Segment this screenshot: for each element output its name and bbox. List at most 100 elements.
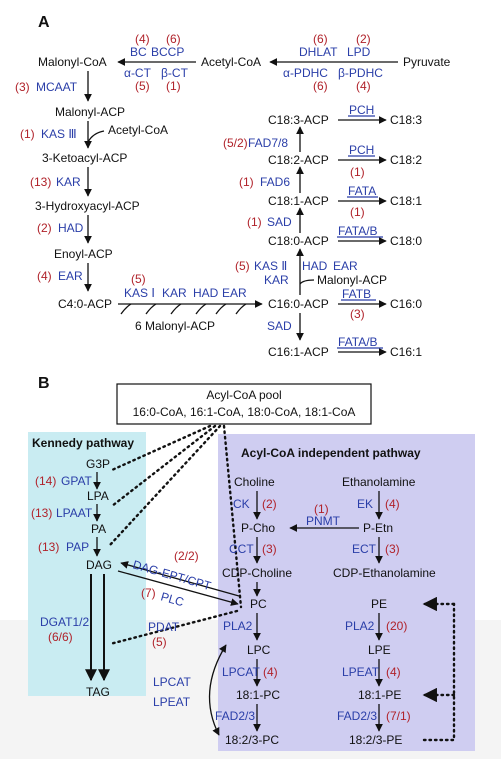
hydroxyacyl-acp: 3-Hydroxyacyl-ACP bbox=[35, 199, 140, 213]
count-kas1: (5) bbox=[131, 272, 146, 286]
count-alpha-pdhc: (6) bbox=[313, 79, 328, 93]
enzyme-pch-2: PCH bbox=[349, 103, 374, 117]
count-lpeat: (4) bbox=[386, 665, 401, 679]
count-fad23-pe: (7/1) bbox=[386, 709, 411, 723]
enzyme-ect: ECT bbox=[352, 542, 377, 556]
enzyme-lpaat: LPAAT bbox=[56, 506, 93, 520]
pc: PC bbox=[250, 597, 267, 611]
count-plc: (7) bbox=[141, 586, 156, 600]
count-pnmt: (1) bbox=[314, 502, 329, 516]
enzyme-had: HAD bbox=[58, 221, 84, 235]
count-lpd: (2) bbox=[356, 32, 371, 46]
plc-arrow bbox=[117, 570, 239, 606]
count-bccp: (6) bbox=[166, 32, 181, 46]
enzyme-ek: EK bbox=[357, 497, 373, 511]
count-beta-pdhc: (4) bbox=[356, 79, 371, 93]
pool-title: Acyl-CoA pool bbox=[206, 388, 281, 402]
ethanolamine: Ethanolamine bbox=[342, 475, 416, 489]
enzyme-beta-ct: β-CT bbox=[161, 66, 189, 80]
count-dag-ept: (2/2) bbox=[174, 549, 199, 563]
acetyl-coa-input: Acetyl-CoA bbox=[108, 123, 168, 137]
enzyme-sad: SAD bbox=[267, 215, 292, 229]
panel-b: B Acyl-CoA pool 16:0-CoA, 16:1-CoA, 18:0… bbox=[0, 375, 501, 759]
enzyme-fatab: FATA/B bbox=[338, 224, 378, 238]
c16-0: C16:0 bbox=[390, 297, 422, 311]
enzyme-lpd: LPD bbox=[347, 45, 371, 59]
pc-18-1: 18:1-PC bbox=[236, 688, 280, 702]
c18-0-acp: C18:0-ACP bbox=[268, 234, 329, 248]
enzyme-fatb: FATB bbox=[342, 287, 371, 301]
enzyme-pdat: PDAT bbox=[148, 620, 180, 634]
pool-list: 16:0-CoA, 16:1-CoA, 18:0-CoA, 18:1-CoA bbox=[133, 405, 356, 419]
malonyl-coa: Malonyl-CoA bbox=[38, 55, 107, 69]
count-gpat: (14) bbox=[35, 474, 56, 488]
count-mcaat: (3) bbox=[15, 80, 30, 94]
c16-1: C16:1 bbox=[390, 345, 422, 359]
enzyme-bc: BC bbox=[130, 45, 147, 59]
count-cct: (3) bbox=[262, 542, 277, 556]
enzyme-dhlat: DHLAT bbox=[299, 45, 338, 59]
enzyme-mcaat: MCAAT bbox=[36, 80, 78, 94]
c16-0-acp: C16:0-ACP bbox=[268, 297, 329, 311]
enzyme-kas1: KAS Ⅰ bbox=[124, 286, 155, 300]
enzyme-kas3: KAS Ⅲ bbox=[41, 127, 77, 141]
malonyl-acp: Malonyl-ACP bbox=[55, 105, 125, 119]
count-kas2: (5) bbox=[235, 259, 250, 273]
enzyme-cct: CCT bbox=[229, 542, 254, 556]
enzyme-pla2-pe: PLA2 bbox=[345, 619, 375, 633]
dag: DAG bbox=[86, 558, 112, 572]
count-alpha-ct: (5) bbox=[135, 79, 150, 93]
pa: PA bbox=[91, 522, 106, 536]
pe-18-23: 18:2/3-PE bbox=[349, 733, 402, 747]
pe-18-1: 18:1-PE bbox=[358, 688, 401, 702]
dag-ept-arrow bbox=[120, 561, 240, 597]
enzyme-alpha-pdhc: α-PDHC bbox=[283, 66, 328, 80]
enzyme-kar-3: KAR bbox=[264, 273, 289, 287]
lpa: LPA bbox=[87, 489, 109, 503]
malonyl-acp-join bbox=[299, 279, 315, 285]
c4-acp: C4:0-ACP bbox=[58, 297, 112, 311]
count-kas3: (1) bbox=[20, 127, 35, 141]
pool-to-pap bbox=[108, 424, 222, 547]
pc-18-23: 18:2/3-PC bbox=[225, 733, 279, 747]
pool-to-lpaat bbox=[110, 424, 217, 508]
enzyme-plc: PLC bbox=[159, 589, 186, 609]
enzyme-fata: FATA bbox=[348, 184, 376, 198]
panel-b-label: B bbox=[38, 375, 50, 392]
enzyme-fad23-pe: FAD2/3 bbox=[337, 709, 377, 723]
count-pap: (13) bbox=[38, 540, 59, 554]
c18-3-acp: C18:3-ACP bbox=[268, 113, 329, 127]
enzyme-pap: PAP bbox=[66, 540, 89, 554]
pc-to-pdat bbox=[108, 609, 239, 646]
malonyl-input-1 bbox=[120, 303, 132, 315]
count-had: (2) bbox=[37, 221, 52, 235]
count-beta-ct: (1) bbox=[166, 79, 181, 93]
g3p: G3P bbox=[86, 457, 110, 471]
enzyme-fad6: FAD6 bbox=[260, 175, 290, 189]
c16-1-acp: C16:1-ACP bbox=[268, 345, 329, 359]
count-dgat: (6/6) bbox=[48, 630, 73, 644]
p-cho: P-Cho bbox=[241, 521, 275, 535]
enzyme-lpeat-2: LPEAT bbox=[153, 695, 191, 709]
count-fatb: (3) bbox=[350, 307, 365, 321]
malonyl-acp-input: Malonyl-ACP bbox=[317, 273, 387, 287]
enzyme-ear-2: EAR bbox=[222, 286, 247, 300]
enzyme-kar-2: KAR bbox=[162, 286, 187, 300]
enzyme-sad-low: SAD bbox=[267, 319, 292, 333]
c18-2: C18:2 bbox=[390, 153, 422, 167]
enzyme-ear-3: EAR bbox=[333, 259, 358, 273]
p-etn: P-Etn bbox=[363, 521, 393, 535]
count-fad6: (1) bbox=[239, 175, 254, 189]
enzyme-lpcat: LPCAT bbox=[222, 665, 260, 679]
malonyl-input-4 bbox=[195, 303, 207, 315]
enzyme-beta-pdhc: β-PDHC bbox=[338, 66, 383, 80]
enoyl-acp: Enoyl-ACP bbox=[54, 247, 113, 261]
six-malonyl-acp: 6 Malonyl-ACP bbox=[135, 319, 215, 333]
malonyl-input-5 bbox=[215, 303, 227, 315]
enzyme-kas2: KAS Ⅱ bbox=[254, 259, 287, 273]
panel-a-label: A bbox=[38, 14, 50, 31]
count-ear: (4) bbox=[37, 269, 52, 283]
acyl-coa-pool-box bbox=[116, 383, 372, 425]
enzyme-pla2: PLA2 bbox=[223, 619, 253, 633]
pe: PE bbox=[371, 597, 387, 611]
